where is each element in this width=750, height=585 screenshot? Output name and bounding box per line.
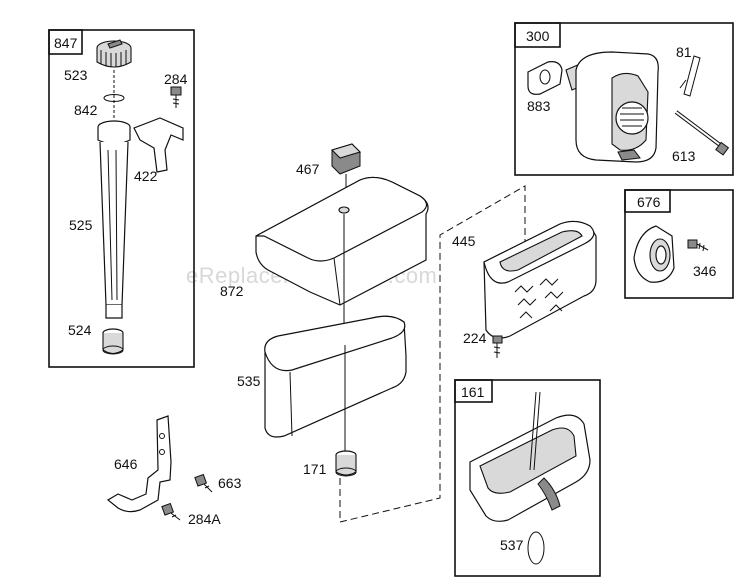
screw-224-part[interactable] — [492, 335, 503, 358]
part-346-label: 346 — [693, 263, 717, 279]
dipstick-cap-part[interactable] — [96, 39, 132, 68]
kit-300-group: 300 883 81 613 — [514, 22, 734, 176]
gasket-883-part[interactable] — [527, 61, 563, 95]
kit-847-tag — [48, 29, 83, 55]
bolt-613-part[interactable] — [674, 110, 730, 156]
grommet-171-part[interactable] — [335, 450, 357, 477]
part-883-label: 883 — [527, 98, 551, 114]
bracket-646-group: 646 663 284A — [106, 415, 242, 527]
grommet-part[interactable] — [102, 328, 124, 355]
kit-847-frame — [48, 29, 195, 368]
clip-81-part[interactable] — [679, 55, 701, 97]
part-537-label: 537 — [500, 537, 524, 553]
screw-346-part[interactable] — [687, 239, 709, 252]
part-525-label: 525 — [69, 217, 93, 233]
bracket-422-part[interactable] — [133, 117, 184, 173]
kit-847-group: 847 — [48, 29, 195, 368]
part-224-label: 224 — [463, 330, 487, 346]
part-284A-label: 284A — [188, 511, 221, 527]
part-535-label: 535 — [237, 373, 261, 389]
part-284-label: 284 — [164, 71, 188, 87]
pre-cleaner-part[interactable] — [264, 315, 407, 438]
air-cleaner-cover-part[interactable] — [255, 176, 429, 306]
dipstick-tube-part[interactable] — [97, 120, 131, 319]
part-646-label: 646 — [114, 456, 138, 472]
part-171-label: 171 — [303, 461, 327, 477]
air-cleaner-base-part[interactable] — [469, 391, 591, 522]
kit-300-tag — [514, 22, 561, 48]
kit-676-frame — [624, 189, 734, 299]
screw-663-part[interactable] — [194, 473, 213, 493]
o-ring-537-part[interactable] — [527, 531, 545, 565]
kit-161-group: 161 537 — [454, 379, 601, 577]
kit-676-number: 676 — [637, 194, 661, 210]
knob-467-part[interactable] — [330, 143, 362, 195]
guard-676-part[interactable] — [633, 225, 675, 283]
kit-161-frame — [454, 379, 601, 577]
muffler-part[interactable] — [565, 51, 659, 163]
part-467-label: 467 — [296, 161, 320, 177]
part-524-label: 524 — [68, 322, 92, 338]
part-872-label: 872 — [220, 283, 244, 299]
filter-group: 445 224 — [452, 220, 597, 358]
kit-300-number: 300 — [526, 28, 550, 44]
part-842-label: 842 — [74, 102, 98, 118]
part-422-label: 422 — [134, 168, 158, 184]
air-filter-445-part[interactable] — [483, 220, 597, 339]
bracket-646-part[interactable] — [106, 415, 172, 513]
part-523-label: 523 — [64, 67, 88, 83]
screw-284-part[interactable] — [170, 86, 182, 108]
part-81-label: 81 — [676, 44, 692, 60]
kit-161-tag — [454, 379, 493, 403]
kit-300-frame — [514, 22, 734, 176]
kit-676-tag — [624, 189, 671, 213]
kit-161-number: 161 — [461, 384, 485, 400]
air-cleaner-group: 467 872 535 171 — [220, 143, 526, 523]
part-445-label: 445 — [452, 233, 476, 249]
kit-676-group: 676 346 — [624, 189, 734, 299]
assembly-dash-line — [339, 185, 526, 523]
kit-847-number: 847 — [54, 35, 78, 51]
part-613-label: 613 — [672, 148, 696, 164]
part-663-label: 663 — [218, 475, 242, 491]
screw-284A-part[interactable] — [161, 502, 181, 521]
